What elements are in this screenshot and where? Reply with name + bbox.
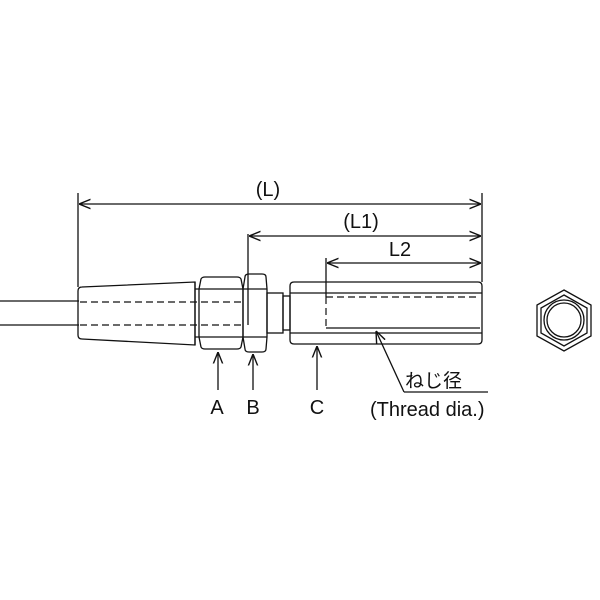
part-b-callout: B — [246, 354, 260, 419]
part-c-label: C — [310, 397, 324, 419]
thread-label-en: (Thread dia.) — [370, 399, 485, 421]
dimension-l1-label: (L1) — [343, 211, 379, 233]
thread-label-ja: ねじ径 — [405, 370, 462, 392]
dimension-l1: (L1) — [249, 211, 481, 236]
thread-callout: ねじ径 (Thread dia.) — [370, 331, 488, 421]
dimension-l: (L) — [77, 179, 483, 287]
dimension-l2: L2 — [325, 239, 481, 297]
part-c-callout: C — [310, 346, 324, 419]
hex-end-view — [536, 289, 592, 352]
nut-a — [194, 276, 244, 350]
sleeve — [77, 281, 196, 346]
part-b-label: B — [246, 397, 259, 419]
body-c — [289, 281, 483, 345]
neck — [266, 292, 291, 334]
nut-b — [242, 234, 268, 353]
dimension-l2-label: L2 — [389, 239, 411, 261]
part-a-label: A — [210, 397, 224, 419]
cable — [0, 300, 79, 326]
dimension-l-label: (L) — [256, 179, 280, 201]
part-a-callout: A — [210, 352, 224, 419]
